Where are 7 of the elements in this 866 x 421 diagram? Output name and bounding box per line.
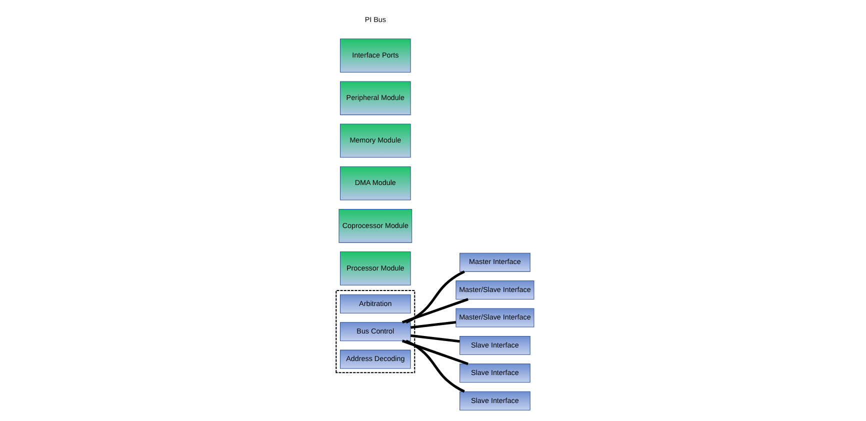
connector [410, 320, 456, 329]
connector [406, 270, 465, 324]
connector [406, 340, 465, 393]
cluster [336, 290, 416, 374]
connector [402, 340, 468, 366]
connector [410, 334, 460, 343]
connector [402, 298, 468, 324]
